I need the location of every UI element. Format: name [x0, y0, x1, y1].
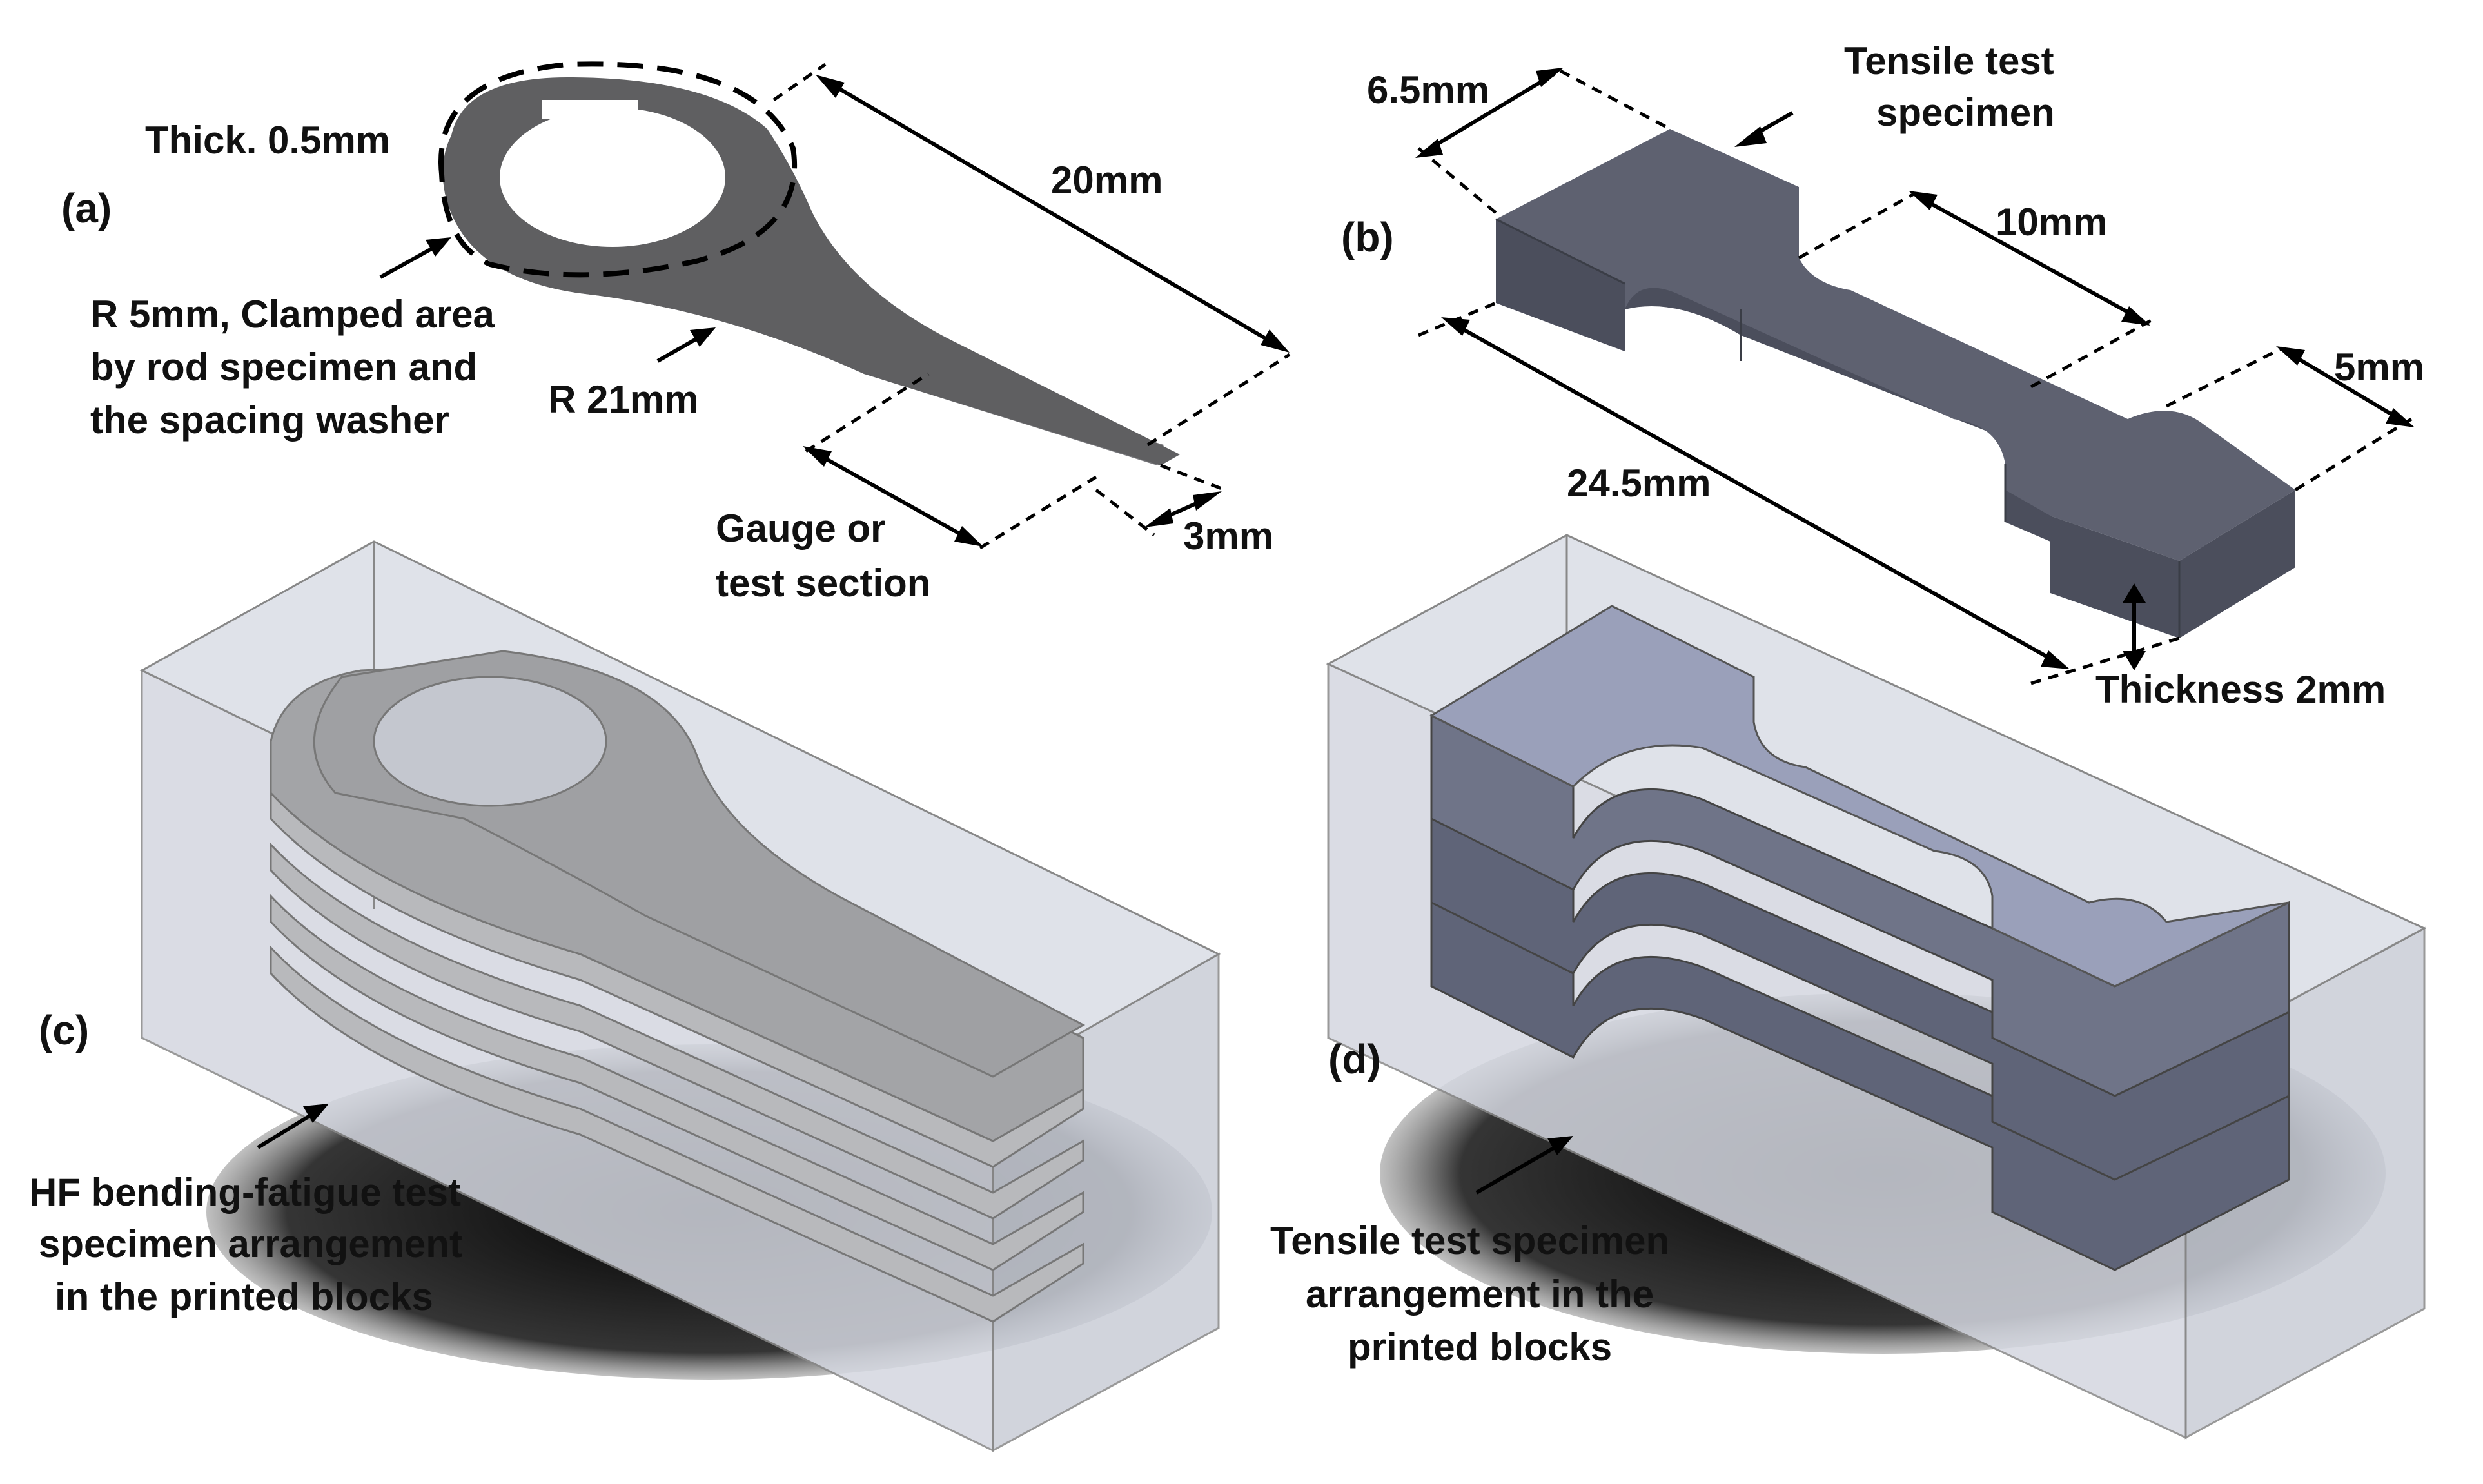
grip-width-label: 6.5mm — [1367, 68, 1489, 112]
gauge-line-2: test section — [716, 561, 930, 605]
pointer-clamped — [379, 237, 451, 279]
pointer-c — [257, 1104, 329, 1149]
arrow-icon — [1547, 1136, 1573, 1155]
dimension-3mm — [1095, 464, 1226, 536]
specimen-a-slot — [542, 100, 638, 119]
caption-c-line-1: HF bending-fatigue test — [29, 1171, 461, 1214]
bending-fatigue-specimen — [438, 61, 1180, 465]
panel-d-label: (d) — [1328, 1036, 1381, 1082]
radius-a-label: R 21mm — [548, 378, 698, 421]
stack-d-top-side — [1430, 714, 2290, 1097]
dimension-5mm — [2165, 346, 2415, 492]
caption-d-line-3: printed blocks — [1348, 1325, 1612, 1369]
specimen-a-clamp-ring — [438, 61, 798, 278]
caption-c-line-3: in the printed blocks — [55, 1275, 433, 1318]
dimension-arrow-icon — [816, 75, 845, 98]
panel-c: (c) HF bending-fatigue test specimen arr… — [29, 540, 1221, 1452]
tensile-title-line-1: Tensile test — [1844, 39, 2054, 83]
caption-d-line-1: Tensile test specimen — [1270, 1219, 1669, 1262]
stack-c-hole — [373, 676, 607, 807]
dimension-gauge — [803, 372, 1097, 550]
stack-c-layer — [270, 945, 1084, 1323]
arrow-icon — [690, 327, 716, 347]
total-length-label: 24.5mm — [1567, 462, 1711, 505]
dimension-20mm — [772, 63, 1291, 447]
length-a-label: 20mm — [1051, 159, 1163, 202]
arrow-icon — [426, 237, 451, 257]
stack-d-layer — [1430, 797, 2290, 1181]
caption-d-line-2: arrangement in the — [1306, 1273, 1654, 1316]
panel-d: (d) Tensile test specimen arrangement in… — [1270, 534, 2427, 1440]
thickness-b-label: Thickness 2mm — [2095, 668, 2386, 711]
panel-b: (b) Tensile test specimen 6.5mm 10mm 5mm… — [1341, 39, 2424, 711]
panel-b-label: (b) — [1341, 214, 1394, 260]
clamped-area-line-3: the spacing washer — [90, 398, 449, 442]
panel-a-label: (a) — [61, 185, 112, 231]
pointer-d — [1475, 1136, 1573, 1195]
stack-c-layer — [270, 893, 1084, 1271]
pointer-tensile — [1734, 111, 1794, 147]
specimen-a-hole — [500, 108, 725, 247]
stack-c-layer — [270, 842, 1084, 1220]
tensile-title-line-2: specimen — [1876, 91, 2055, 134]
arrow-icon — [1734, 126, 1767, 147]
dimension-6-5mm — [1415, 68, 1671, 214]
clamped-area-line-1: R 5mm, Clamped area — [90, 293, 495, 336]
tensile-top — [1496, 129, 2295, 561]
panel-a: (a) Thick. 0.5mm R 5mm, Clamped area by … — [61, 61, 1291, 605]
dimension-24-5mm — [1418, 301, 2180, 685]
caption-c-line-2: specimen arrangement — [39, 1222, 462, 1265]
stack-d-top — [1429, 605, 2290, 988]
gauge-length-label: 10mm — [1996, 200, 2107, 244]
gauge-width-label: 5mm — [2334, 346, 2424, 389]
pointer-radius — [656, 327, 716, 363]
tensile-specimen-stack — [1429, 605, 2290, 1271]
tensile-specimen — [1495, 129, 2295, 638]
dimension-thickness — [2123, 583, 2146, 670]
panel-c-label: (c) — [39, 1007, 89, 1053]
dimension-10mm — [1798, 191, 2155, 389]
tensile-side — [1496, 219, 2295, 638]
gauge-line-1: Gauge or — [716, 507, 885, 550]
thickness-a-label: Thick. 0.5mm — [145, 119, 390, 162]
stack-d-layer — [1430, 881, 2290, 1271]
fatigue-specimen-stack — [270, 650, 1086, 1323]
width-a-label: 3mm — [1183, 514, 1273, 558]
clamped-area-line-2: by rod specimen and — [90, 346, 477, 389]
dimension-arrow-icon — [1261, 329, 1290, 353]
arrow-icon — [303, 1104, 329, 1123]
